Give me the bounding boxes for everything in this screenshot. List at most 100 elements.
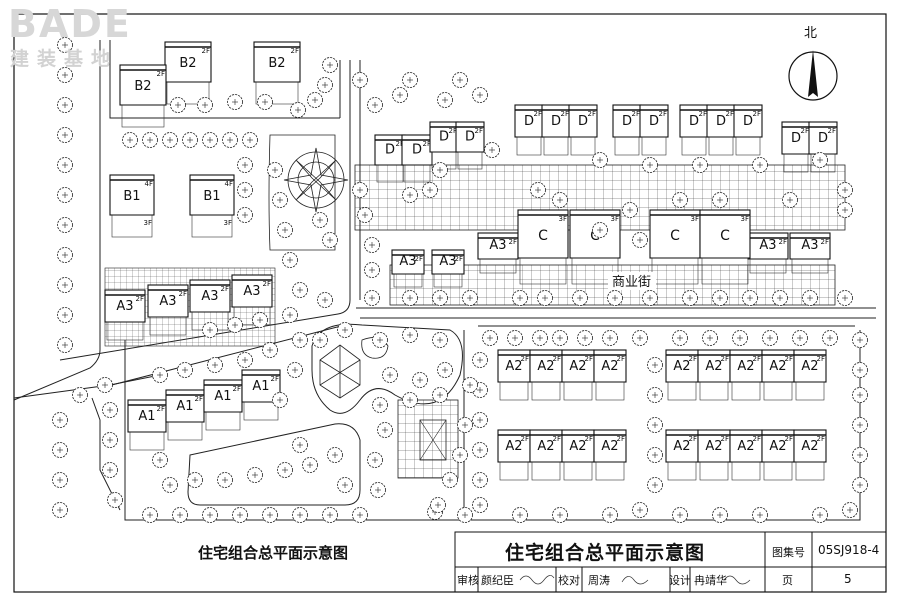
tree-icon [352, 182, 368, 198]
tree-icon [692, 157, 708, 173]
tree-icon [622, 202, 638, 218]
tree-icon [290, 102, 306, 118]
drawing-frame [13, 13, 887, 593]
building-name: A3 [201, 289, 218, 304]
tree-icon [642, 290, 658, 306]
tree-icon [367, 452, 383, 468]
tree-icon [452, 72, 468, 88]
building-name: B2 [134, 79, 151, 94]
tree-icon [282, 307, 298, 323]
floor-count: 2F [785, 355, 793, 363]
building-name: A2 [673, 439, 690, 454]
floor-count: 4F [225, 180, 233, 188]
floor-count: 3F [611, 215, 619, 223]
floor-count: 2F [721, 355, 729, 363]
tree-icon [592, 222, 608, 238]
tree-icon [472, 472, 488, 488]
tree-icon [277, 222, 293, 238]
building-name: A1 [252, 379, 269, 394]
floor-count: 2F [779, 238, 787, 246]
tree-icon [372, 332, 388, 348]
building-name: D [412, 143, 422, 158]
tree-icon [312, 212, 328, 228]
tree-icon [472, 497, 488, 513]
north-label: 北 [804, 26, 818, 41]
tree-icon [57, 247, 73, 263]
tree-icon [782, 192, 798, 208]
tree-icon [307, 92, 323, 108]
tree-icon [317, 77, 333, 93]
floor-count: 2F [271, 375, 279, 383]
tree-icon [162, 477, 178, 493]
building-name: A1 [176, 399, 193, 414]
tree-icon [52, 442, 68, 458]
building-name: A2 [673, 359, 690, 374]
building-name: D [649, 114, 659, 129]
logo-text: BADE [8, 2, 132, 46]
tree-icon [452, 447, 468, 463]
building-name: A3 [489, 238, 506, 253]
tree-icon [222, 132, 238, 148]
tree-icon [837, 182, 853, 198]
tree-icon [712, 290, 728, 306]
building-name: D [439, 130, 449, 145]
tree-icon [432, 332, 448, 348]
tree-icon [262, 342, 278, 358]
building-c: C3F [649, 209, 701, 285]
tree-icon [852, 362, 868, 378]
tree-icon [412, 372, 428, 388]
building-name: A2 [737, 439, 754, 454]
building-name: D [385, 143, 395, 158]
north-arrow-icon [788, 50, 838, 101]
floor-count: 2F [817, 435, 825, 443]
tree-icon [97, 377, 113, 393]
building-name: A3 [243, 284, 260, 299]
tree-icon [202, 322, 218, 338]
hex-pavilion [319, 344, 361, 399]
tree-icon [752, 157, 768, 173]
floor-count: 2F [753, 355, 761, 363]
tree-icon [227, 317, 243, 333]
floor-count: 2F [817, 355, 825, 363]
drawing-title: 住宅组合总平面示意图 [198, 544, 349, 562]
tree-icon [302, 457, 318, 473]
building-name: B2 [268, 56, 285, 71]
tree-icon [822, 330, 838, 346]
building-name: D [689, 114, 699, 129]
tree-icon [837, 290, 853, 306]
brand-logo: BADE 建装基地 [8, 2, 148, 70]
check-label: 校对 [558, 574, 580, 587]
floor-count: 2F [179, 290, 187, 298]
tree-icon [282, 252, 298, 268]
floor-count: 2F [195, 395, 203, 403]
tree-icon [57, 67, 73, 83]
tree-icon [392, 87, 408, 103]
floor-count: 2F [632, 110, 640, 118]
reviewer-name: 颜纪臣 [481, 574, 514, 587]
tree-icon [632, 330, 648, 346]
tree-icon [484, 142, 500, 158]
tree-icon [402, 392, 418, 408]
tree-icon [72, 387, 88, 403]
building-name: D [716, 114, 726, 129]
floor-count: 2F [291, 47, 299, 55]
tree-icon [57, 277, 73, 293]
tree-icon [152, 367, 168, 383]
building-name: A3 [759, 238, 776, 253]
tree-icon [327, 447, 343, 463]
tree-icon [237, 207, 253, 223]
tree-icon [52, 472, 68, 488]
tree-icon [232, 507, 248, 523]
tree-icon [852, 332, 868, 348]
